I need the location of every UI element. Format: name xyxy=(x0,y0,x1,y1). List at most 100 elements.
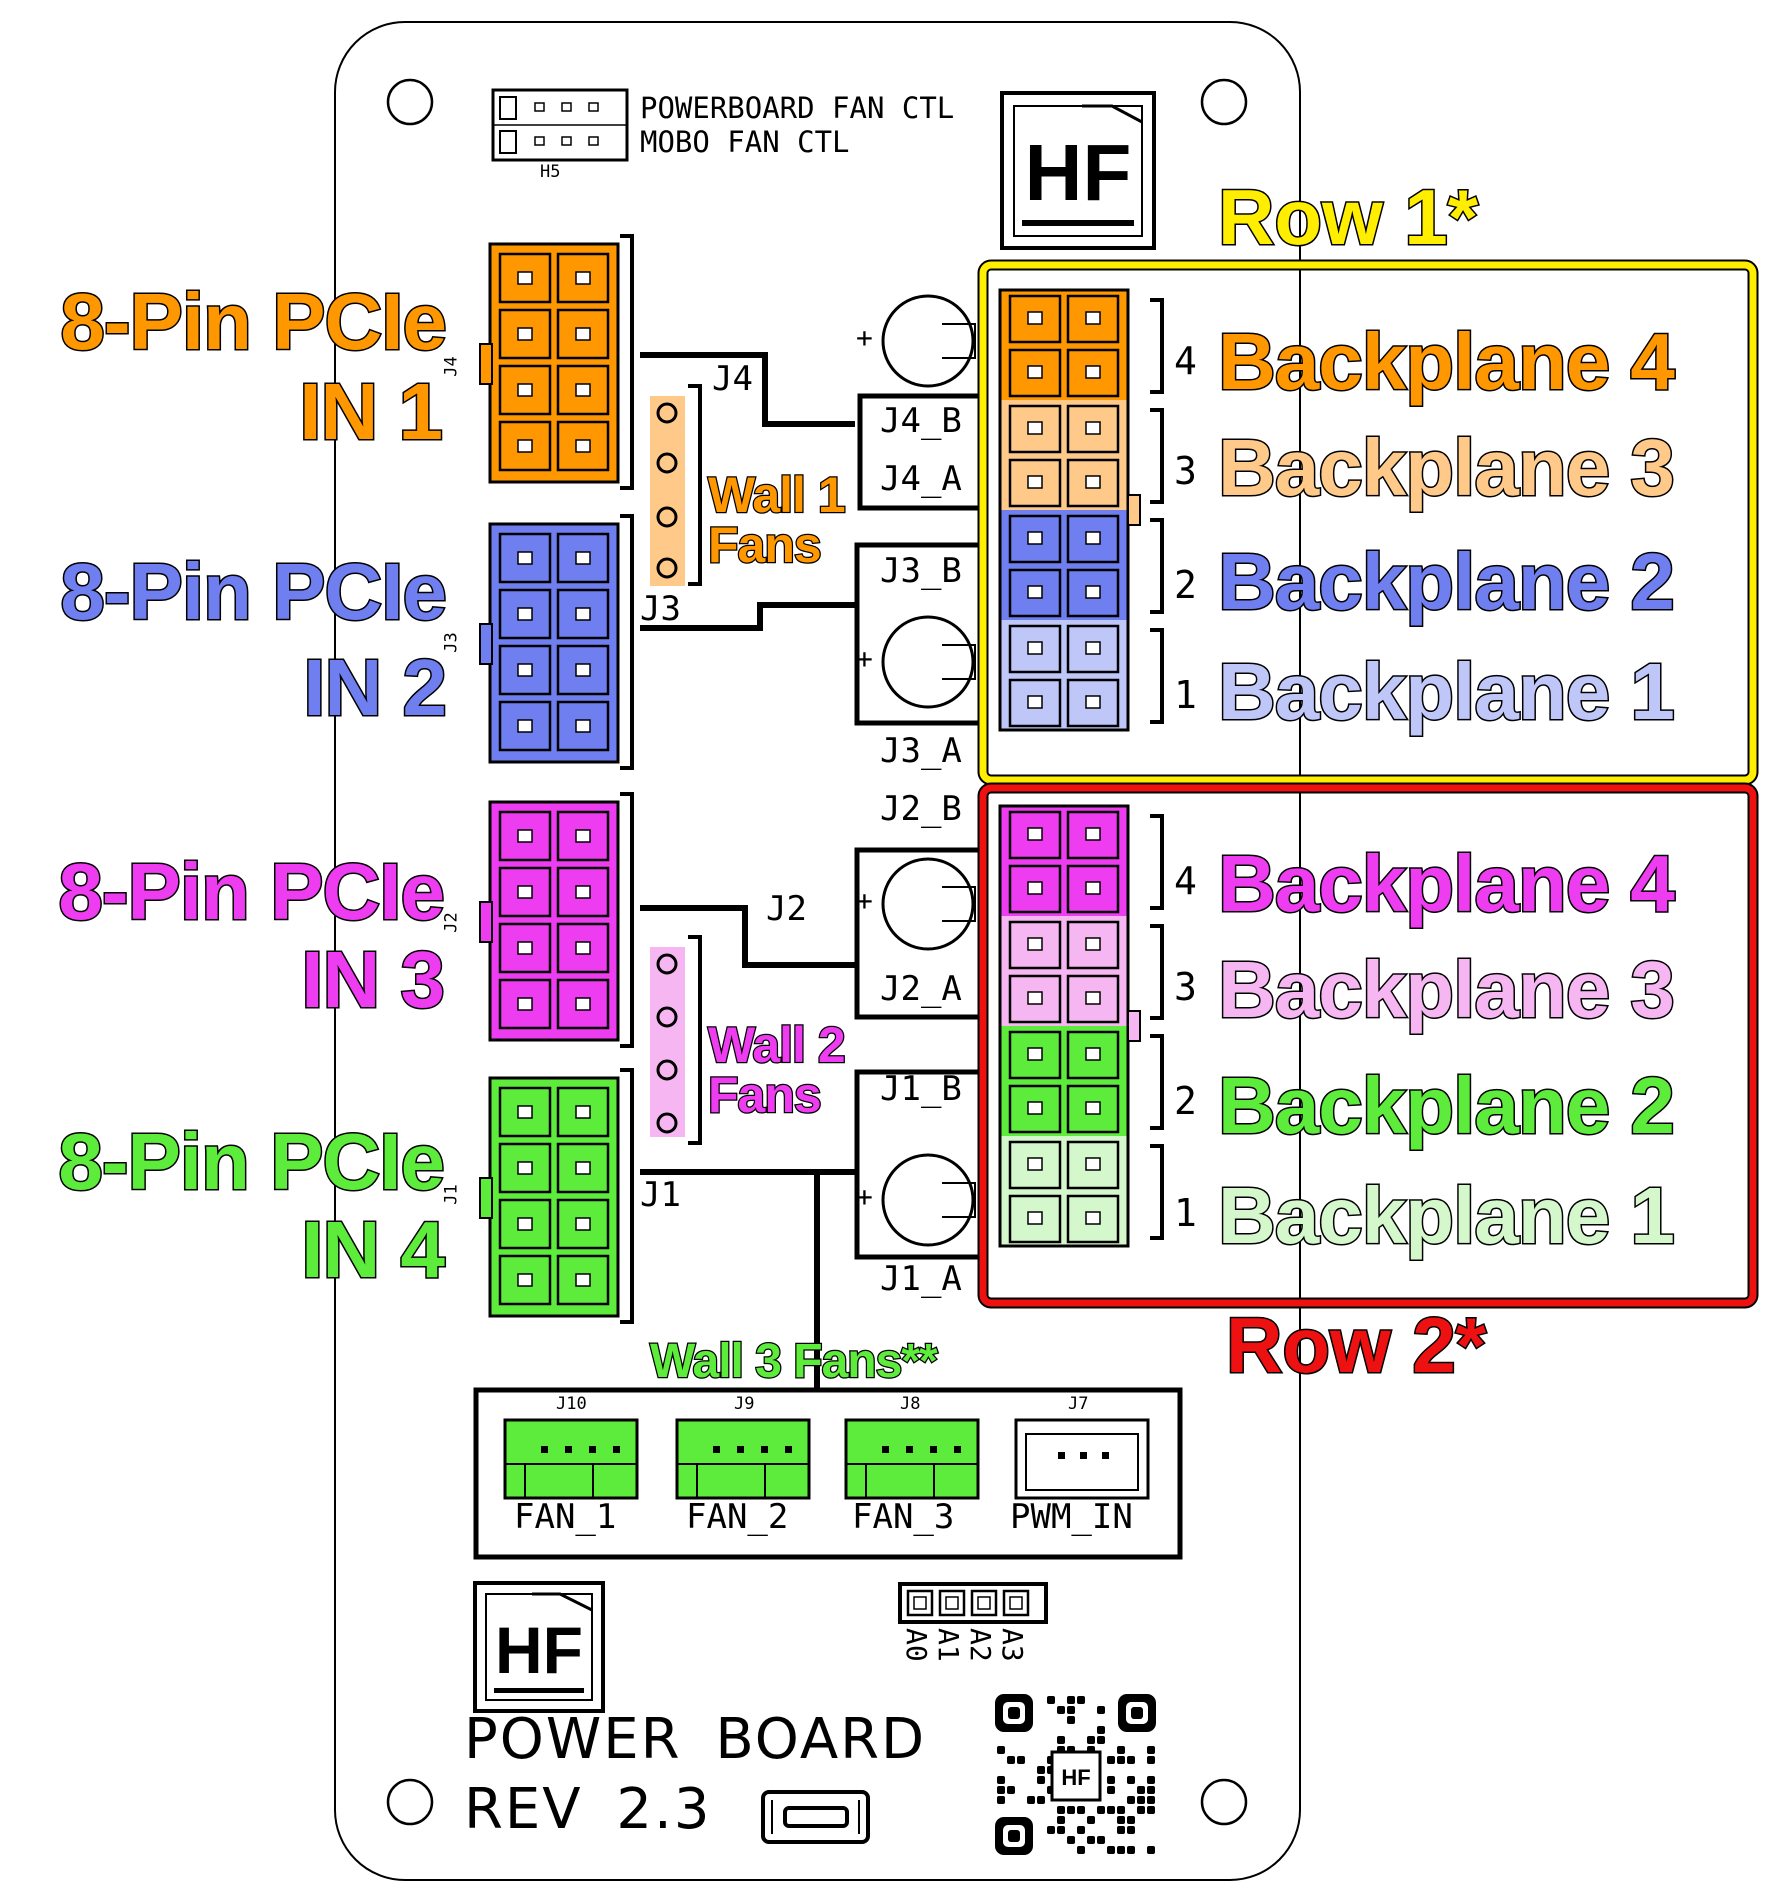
pwm-pin xyxy=(1080,1452,1087,1459)
row1-bp-num-3: 3 xyxy=(1174,449,1197,493)
input-pin xyxy=(556,308,610,360)
input1-ref: J4 xyxy=(441,356,462,377)
input2-ref: J3 xyxy=(441,632,462,653)
row1-label: Row 1* xyxy=(1216,173,1479,261)
output-pin xyxy=(1066,974,1120,1024)
fan-pin xyxy=(613,1446,620,1453)
input-pin xyxy=(498,252,552,304)
fan-pin xyxy=(713,1446,720,1453)
row1-box-fill xyxy=(979,261,1757,784)
row2-backplane-2-label: Backplane 2 xyxy=(1217,1061,1677,1150)
row1-backplane-3-label: Backplane 3 xyxy=(1217,423,1677,512)
backplane-bracket xyxy=(1150,518,1164,614)
backplane-bracket xyxy=(1150,814,1164,910)
backplane-bracket xyxy=(1150,1034,1164,1130)
board-name-line1: POWER BOARD xyxy=(464,1707,927,1772)
mounting-holes xyxy=(386,78,1248,1826)
input-connector-2 xyxy=(479,514,634,770)
input-pin xyxy=(498,532,552,584)
j3b-label: J3_B xyxy=(880,551,962,591)
row1-bp-num-1: 1 xyxy=(1174,673,1197,717)
fan-header-j7 xyxy=(1014,1418,1150,1500)
addr-a3: A3 xyxy=(996,1628,1029,1662)
input-connector-4 xyxy=(479,1068,634,1324)
fan-pin xyxy=(930,1446,937,1453)
h5-line1: POWERBOARD FAN CTL xyxy=(640,91,955,125)
input-connector-1 xyxy=(479,234,634,490)
row2-backplane-1-label: Backplane 1 xyxy=(1217,1171,1677,1260)
svg-text:HF: HF xyxy=(495,1613,583,1687)
h5-header xyxy=(491,88,629,162)
row2-bp-num-2: 2 xyxy=(1174,1079,1197,1123)
row2-backplane-4-label: Backplane 4 xyxy=(1217,839,1677,928)
input3-label-line1: 8-Pin PCIe xyxy=(57,847,447,936)
backplane-bracket xyxy=(1150,408,1164,504)
wall1-fans-line2: Fans xyxy=(707,517,823,573)
j4-label: J4 xyxy=(712,359,753,399)
j2b-label: J2_B xyxy=(880,789,962,829)
board-name-line2: REV 2.3 xyxy=(464,1777,712,1842)
svg-text:HF: HF xyxy=(1025,128,1132,217)
row2-backplane-3-label: Backplane 3 xyxy=(1217,945,1677,1034)
backplane-bracket xyxy=(1150,628,1164,724)
cap-plus-2: + xyxy=(856,642,873,675)
wall3-fans-label: Wall 3 Fans** xyxy=(649,1335,939,1388)
pwm-pin xyxy=(1058,1452,1065,1459)
j2a-label: J2_A xyxy=(880,969,962,1009)
hf-logo-top: HF xyxy=(1000,91,1156,250)
input3-label-line2: IN 3 xyxy=(300,935,447,1024)
fan-pin xyxy=(737,1446,744,1453)
fan-pin xyxy=(761,1446,768,1453)
wall2-fans-line2: Fans xyxy=(707,1067,823,1123)
j10-ref: J10 xyxy=(556,1394,587,1414)
j1a-label: J1_A xyxy=(880,1259,962,1299)
fan-pin xyxy=(954,1446,961,1453)
input-connectors xyxy=(479,234,634,1324)
wall2-fan-header xyxy=(650,935,702,1145)
fan-header-j10 xyxy=(503,1418,639,1500)
input-connector-3 xyxy=(479,792,634,1048)
fan-headers xyxy=(503,1418,1150,1500)
input2-label-line1: 8-Pin PCIe xyxy=(59,547,449,636)
j1-label: J1 xyxy=(640,1175,681,1215)
row2-bp-num-3: 3 xyxy=(1174,965,1197,1009)
fan-pin xyxy=(785,1446,792,1453)
j7-ref: J7 xyxy=(1068,1394,1089,1414)
capacitors xyxy=(881,294,976,1247)
fan-header-j8 xyxy=(844,1418,980,1500)
input-pin xyxy=(498,922,552,974)
qr-code: HF xyxy=(993,1692,1158,1857)
j8-ref: J8 xyxy=(900,1394,921,1414)
cap-plus-1: + xyxy=(856,321,873,354)
fan-header-j9 xyxy=(675,1418,811,1500)
row1-connector xyxy=(998,288,1164,732)
j2-label: J2 xyxy=(766,889,807,929)
wiring xyxy=(640,352,855,1390)
output-pin xyxy=(1066,1030,1120,1080)
address-jumpers xyxy=(898,1582,1048,1624)
input1-label-line2: IN 1 xyxy=(298,367,445,456)
wall2-fans-line1: Wall 2 xyxy=(707,1017,847,1073)
row1-backplane-1-label: Backplane 1 xyxy=(1217,647,1677,736)
fan-pin xyxy=(541,1446,548,1453)
fan1-label: FAN_1 xyxy=(514,1497,617,1537)
usb-connector xyxy=(761,1790,870,1844)
backplane-connectors xyxy=(998,288,1164,1248)
hf-logo-bottom: HF xyxy=(473,1581,605,1713)
fan2-label: FAN_2 xyxy=(686,1497,789,1537)
h5-line2: MOBO FAN CTL xyxy=(640,125,850,159)
j3-label: J3 xyxy=(640,589,681,629)
input3-ref: J2 xyxy=(441,912,462,933)
row2-bp-num-4: 4 xyxy=(1174,859,1197,903)
backplane-bracket xyxy=(1150,298,1164,394)
wall1-fans-line1: Wall 1 xyxy=(707,467,847,523)
fan3-label: FAN_3 xyxy=(852,1497,955,1537)
j3a-label: J3_A xyxy=(880,731,962,771)
row1-bp-num-4: 4 xyxy=(1174,339,1197,383)
row2-label: Row 2* xyxy=(1224,1301,1487,1389)
pwm-in-label: PWM_IN xyxy=(1010,1497,1133,1537)
fan-pin xyxy=(882,1446,889,1453)
input-pin xyxy=(556,1142,610,1194)
input1-label-line1: 8-Pin PCIe xyxy=(59,277,449,366)
h5-ref: H5 xyxy=(540,162,561,182)
